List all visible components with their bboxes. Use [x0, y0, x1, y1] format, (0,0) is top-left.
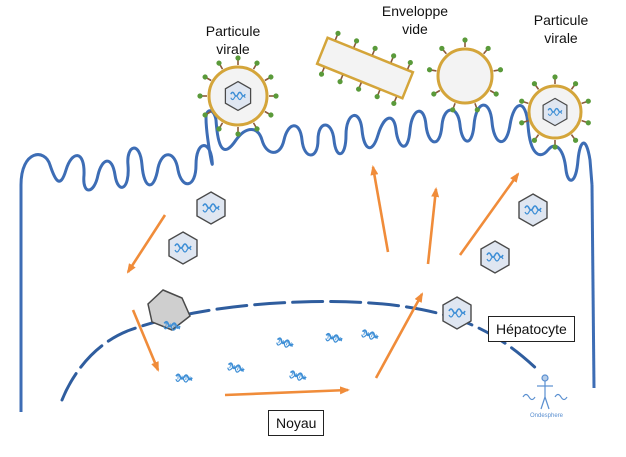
label-nucleus: Noyau — [268, 410, 325, 436]
arrow-exit-nucleus — [374, 292, 424, 379]
dna-strand-1 — [275, 336, 295, 350]
dna-strand-6 — [288, 369, 308, 383]
viral-particle-left — [196, 54, 280, 138]
dna-strand-5 — [174, 373, 194, 384]
arrow-to-sphere-envelope — [426, 187, 440, 265]
cell-membrane-right-wall — [590, 184, 596, 389]
human-body-logo-icon — [522, 374, 568, 410]
empty-envelope-rod — [315, 29, 415, 108]
label-empty-envelope: Enveloppe vide — [370, 2, 460, 38]
empty-envelope-sphere — [425, 36, 505, 114]
label-line: virale — [216, 41, 250, 57]
cell-membrane — [19, 103, 594, 220]
arrow-in-nucleus — [224, 386, 350, 397]
label-hepatocyte: Hépatocyte — [488, 316, 575, 342]
capsid-2 — [168, 231, 198, 265]
capsid-5 — [442, 296, 472, 330]
arrow-to-rod-envelope — [370, 165, 390, 253]
capsid-1 — [196, 191, 226, 225]
dna-strand-4 — [226, 361, 246, 375]
label-line: virale — [544, 30, 578, 46]
label-line: Particule — [205, 23, 261, 39]
label-line: vide — [402, 21, 428, 37]
label-line: Particule — [533, 12, 589, 28]
arrow-entry-to-cytoplasm — [126, 214, 167, 274]
capsid-4 — [480, 240, 510, 274]
dna-strand-3 — [360, 328, 380, 342]
viral-particle-right — [517, 73, 593, 151]
capsid-3 — [518, 193, 548, 227]
capsid-uncoating — [147, 289, 191, 333]
dna-strand-2 — [324, 332, 344, 345]
label-viral-particle-left: Particule virale — [193, 22, 273, 58]
watermark-text: Ondesphere — [530, 413, 564, 419]
arrow-to-viral-particle-right — [458, 172, 520, 256]
nuclear-envelope — [60, 300, 542, 402]
arrow-to-nucleus — [131, 309, 160, 372]
label-viral-particle-right: Particule virale — [520, 11, 602, 47]
label-line: Enveloppe — [381, 3, 449, 19]
